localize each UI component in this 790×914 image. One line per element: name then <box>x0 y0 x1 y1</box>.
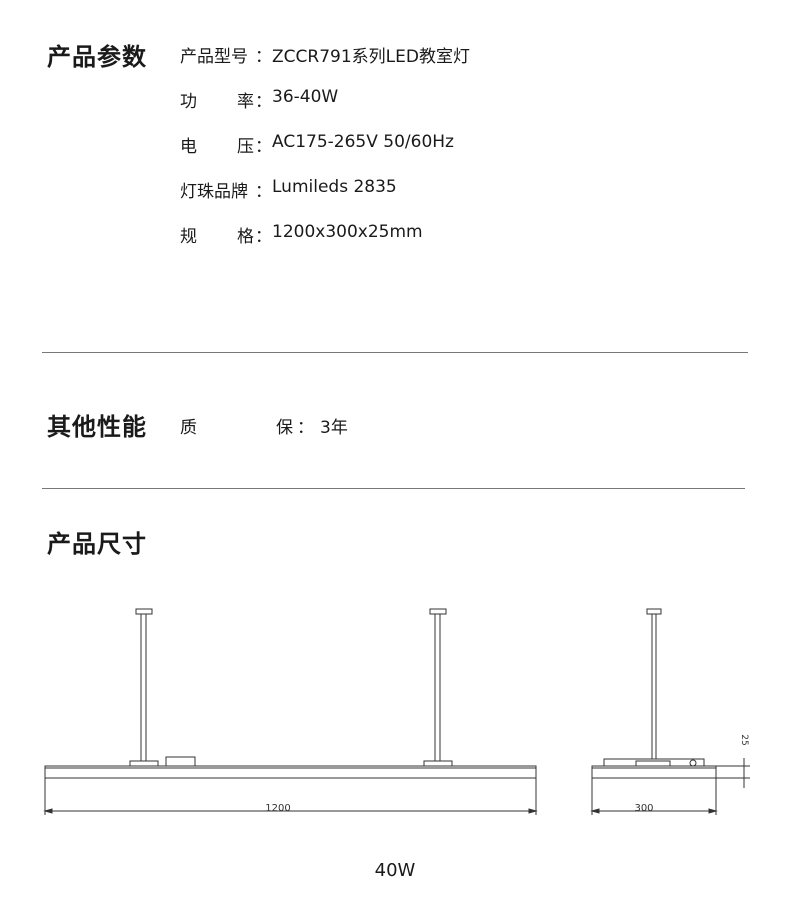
dimension-drawing: 1200 300 25 <box>43 608 750 815</box>
section-divider <box>42 352 748 353</box>
spec-row-led-brand: 灯珠品牌 ： Lumileds 2835 <box>180 177 397 202</box>
spec-label-part: 压 <box>237 137 254 157</box>
length-dimension-label: 1200 <box>265 803 290 814</box>
front-view <box>43 608 538 815</box>
wattage-caption: 40W <box>374 860 416 881</box>
params-title: 产品参数 <box>47 43 147 71</box>
spec-label-part: 电 <box>180 137 197 157</box>
spec-sep: ： <box>255 182 272 202</box>
warranty-label-part: 质 <box>180 418 197 438</box>
other-title: 其他性能 <box>47 413 147 441</box>
spec-value: AC175-265V 50/60Hz <box>272 132 454 152</box>
warranty-value: 3年 <box>320 418 348 438</box>
spec-sep: ： <box>255 137 272 157</box>
spec-row-power: 功 率： 36-40W <box>180 87 339 112</box>
warranty-sep: ： <box>297 418 314 438</box>
spec-label-part: 功 <box>180 92 197 112</box>
spec-sep: ： <box>255 47 272 67</box>
width-dimension-label: 300 <box>634 803 653 814</box>
spec-label-part: 率 <box>237 92 254 112</box>
spec-sep: ： <box>255 227 272 247</box>
side-view <box>590 608 750 815</box>
height-dimension-label: 25 <box>739 734 749 745</box>
spec-value: Lumileds 2835 <box>272 177 397 197</box>
spec-label: 灯珠品牌 <box>180 182 248 202</box>
spec-sep: ： <box>255 92 272 112</box>
size-title: 产品尺寸 <box>47 530 147 558</box>
spec-row-voltage: 电 压： AC175-265V 50/60Hz <box>180 132 454 157</box>
spec-value: 36-40W <box>272 87 339 107</box>
spec-label-part: 规 <box>180 227 197 247</box>
warranty-label-part: 保 <box>276 418 293 438</box>
spec-label-part: 格 <box>237 227 254 247</box>
spec-value: 1200x300x25mm <box>272 222 423 242</box>
spec-row-dimensions: 规 格： 1200x300x25mm <box>180 222 423 247</box>
spec-label: 产品型号 <box>180 47 248 67</box>
spec-row-model: 产品型号 ： ZCCR791系列LED教室灯 <box>180 42 470 67</box>
spec-value: ZCCR791系列LED教室灯 <box>272 47 470 67</box>
section-divider <box>42 488 745 489</box>
